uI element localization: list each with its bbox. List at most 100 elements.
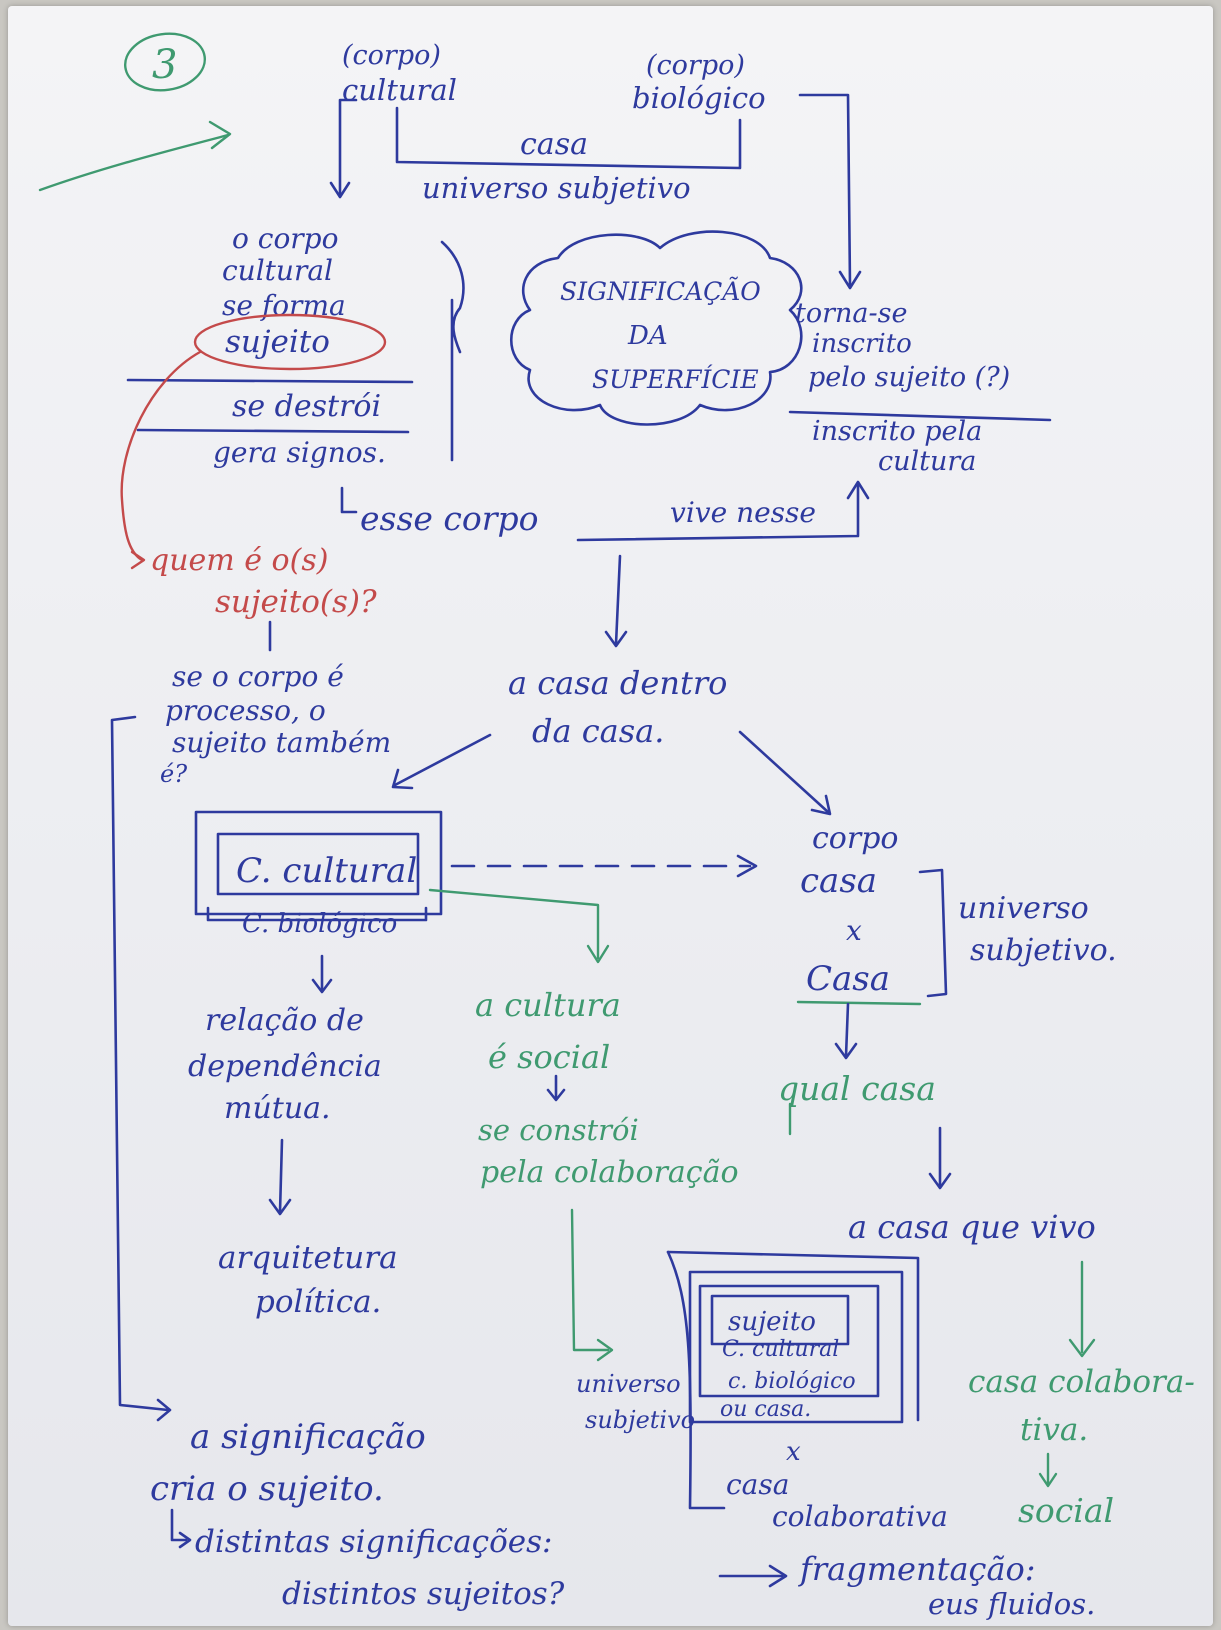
universo-green-line-2: subjetivo bbox=[585, 1406, 695, 1434]
cloud-line-3: SUPERFÍCIE bbox=[592, 365, 759, 394]
casa-bracket bbox=[395, 106, 742, 170]
label-cultural-line1: (corpo) bbox=[342, 40, 441, 71]
arquitetura-line-2: política. bbox=[255, 1284, 381, 1320]
arrowhead-social-down bbox=[546, 1088, 566, 1102]
arrowhead-qual-down bbox=[928, 1172, 952, 1190]
page-number-marker: 3 bbox=[123, 32, 207, 92]
long-left-bracket bbox=[110, 715, 170, 1412]
arrow-to-casa-dentro bbox=[614, 554, 622, 646]
process-line-2: processo, o bbox=[165, 694, 326, 727]
arrowhead-to-social bbox=[1038, 1472, 1058, 1488]
left-line-1: o corpo bbox=[232, 222, 338, 255]
corpo-casa-line-4: Casa bbox=[806, 959, 890, 999]
box1-inner bbox=[216, 832, 420, 896]
arrowhead-to-corpo-casa bbox=[810, 794, 832, 816]
bottom-arrowhead bbox=[768, 1564, 788, 1588]
casa-underline bbox=[796, 1000, 922, 1006]
nested-x: x bbox=[786, 1437, 801, 1467]
right-divider bbox=[788, 410, 1052, 422]
universo-green-line-1: universo bbox=[576, 1370, 681, 1398]
question-line-1: quem é o(s) bbox=[150, 543, 328, 578]
corpo-casa-line-2: casa bbox=[800, 861, 877, 901]
page-number: 3 bbox=[152, 42, 177, 88]
nested-casa: casa bbox=[726, 1468, 789, 1501]
arrow-to-arquitetura bbox=[278, 1138, 284, 1214]
esse-corpo: esse corpo bbox=[360, 499, 539, 538]
nested-outer-bracket bbox=[666, 1250, 920, 1422]
corpo-casa-line-1: corpo bbox=[812, 821, 898, 856]
left-line-5: se destrói bbox=[232, 389, 381, 424]
cultura-line-2: é social bbox=[488, 1038, 610, 1076]
box1-outer bbox=[194, 810, 443, 916]
bottom-line-5: fragmentação: bbox=[798, 1550, 1036, 1588]
arrowhead-biological-down bbox=[838, 270, 862, 290]
cloud-line-1: SIGNIFICAÇÃO bbox=[560, 277, 761, 306]
universo-right-line-2: subjetivo. bbox=[970, 933, 1117, 968]
bottom-hook-arrowhead bbox=[178, 1531, 192, 1549]
arrow-biological-down bbox=[798, 93, 852, 287]
bottom-line-3: distintas significações: bbox=[195, 1524, 553, 1560]
casa-label: casa bbox=[520, 127, 588, 162]
arrowhead-to-arquitetura bbox=[268, 1198, 292, 1216]
box1-inner-label: C. cultural bbox=[236, 851, 417, 891]
arrowhead-to-casa-dentro bbox=[604, 630, 628, 648]
left-sujeito: sujeito bbox=[225, 324, 330, 360]
casa-dentro-line-1: a casa dentro bbox=[508, 664, 727, 702]
qual-casa: qual casa bbox=[778, 1069, 936, 1108]
bottom-line-6: eus fluidos. bbox=[928, 1587, 1095, 1621]
nested-outer-left bbox=[666, 1250, 726, 1510]
colaborativa-line-2: tiva. bbox=[1020, 1412, 1088, 1448]
process-line-1: se o corpo é bbox=[172, 660, 344, 693]
green-arrowhead-to-cultura bbox=[586, 944, 610, 964]
cloud-line-2: DA bbox=[627, 321, 668, 351]
long-left-arrowhead bbox=[156, 1398, 172, 1422]
cultura-line-3: se constrói bbox=[478, 1113, 639, 1147]
arrowhead-to-box1 bbox=[391, 768, 414, 790]
colaborativa-line-1: casa colabora- bbox=[968, 1364, 1195, 1400]
nested-box-2 bbox=[688, 1270, 904, 1424]
esse-corpo-hook bbox=[340, 486, 358, 514]
vive-nesse: vive nesse bbox=[670, 496, 816, 529]
cloud-shape bbox=[509, 230, 803, 426]
nested-box-4 bbox=[710, 1294, 850, 1346]
nested-sujeito: sujeito bbox=[728, 1307, 816, 1337]
green-arrowhead-to-universo bbox=[596, 1338, 614, 1362]
green-arrow-to-cultura bbox=[428, 888, 600, 960]
arrow-casa-to-qual bbox=[844, 1002, 850, 1058]
right-line-2: inscrito bbox=[812, 329, 912, 359]
left-divider-2 bbox=[136, 428, 410, 434]
nested-colaborativa: colaborativa bbox=[772, 1500, 948, 1533]
green-margin-arrowhead bbox=[208, 120, 232, 150]
cultura-line-1: a cultura bbox=[475, 986, 621, 1024]
nested-biologico: c. biológico bbox=[728, 1369, 856, 1394]
universo-subjetivo-label: universo subjetivo bbox=[422, 171, 691, 205]
arrow-to-corpo-casa bbox=[738, 730, 830, 814]
arrowhead-box1-down bbox=[311, 978, 333, 994]
cultura-line-4: pela colaboração bbox=[480, 1155, 739, 1190]
dashed-arrowhead bbox=[736, 854, 758, 878]
box1-outer-label: C. biológico bbox=[242, 909, 397, 939]
bottom-line-1: a significação bbox=[190, 1417, 426, 1457]
process-line-3: sujeito também bbox=[172, 726, 391, 759]
bottom-line-4: distintos sujeitos? bbox=[282, 1576, 565, 1612]
box1-base-line bbox=[206, 906, 428, 922]
bottom-line-2: cria o sujeito. bbox=[150, 1469, 384, 1509]
red-question-arrow bbox=[120, 350, 202, 562]
arrowhead-vivo-down bbox=[1068, 1338, 1096, 1358]
label-biological-line2: biológico bbox=[632, 81, 766, 115]
sujeito-circle bbox=[193, 313, 387, 371]
left-line-2: cultural bbox=[222, 254, 333, 287]
vive-nesse-arrowhead bbox=[846, 480, 870, 500]
green-arrow-to-universo bbox=[570, 1208, 610, 1352]
relacao-line-3: mútua. bbox=[224, 1091, 331, 1126]
corpo-casa-x: x bbox=[846, 914, 862, 947]
notebook-page bbox=[8, 6, 1213, 1626]
question-line-2: sujeito(s)? bbox=[215, 584, 377, 620]
right-line-4: inscrito pela bbox=[812, 416, 982, 447]
green-margin-arrow bbox=[38, 133, 230, 192]
casa-dentro-line-2: da casa. bbox=[532, 712, 664, 750]
relacao-line-2: dependência bbox=[188, 1049, 382, 1084]
process-line-4: é? bbox=[160, 760, 187, 788]
relacao-line-1: relação de bbox=[205, 1003, 364, 1038]
